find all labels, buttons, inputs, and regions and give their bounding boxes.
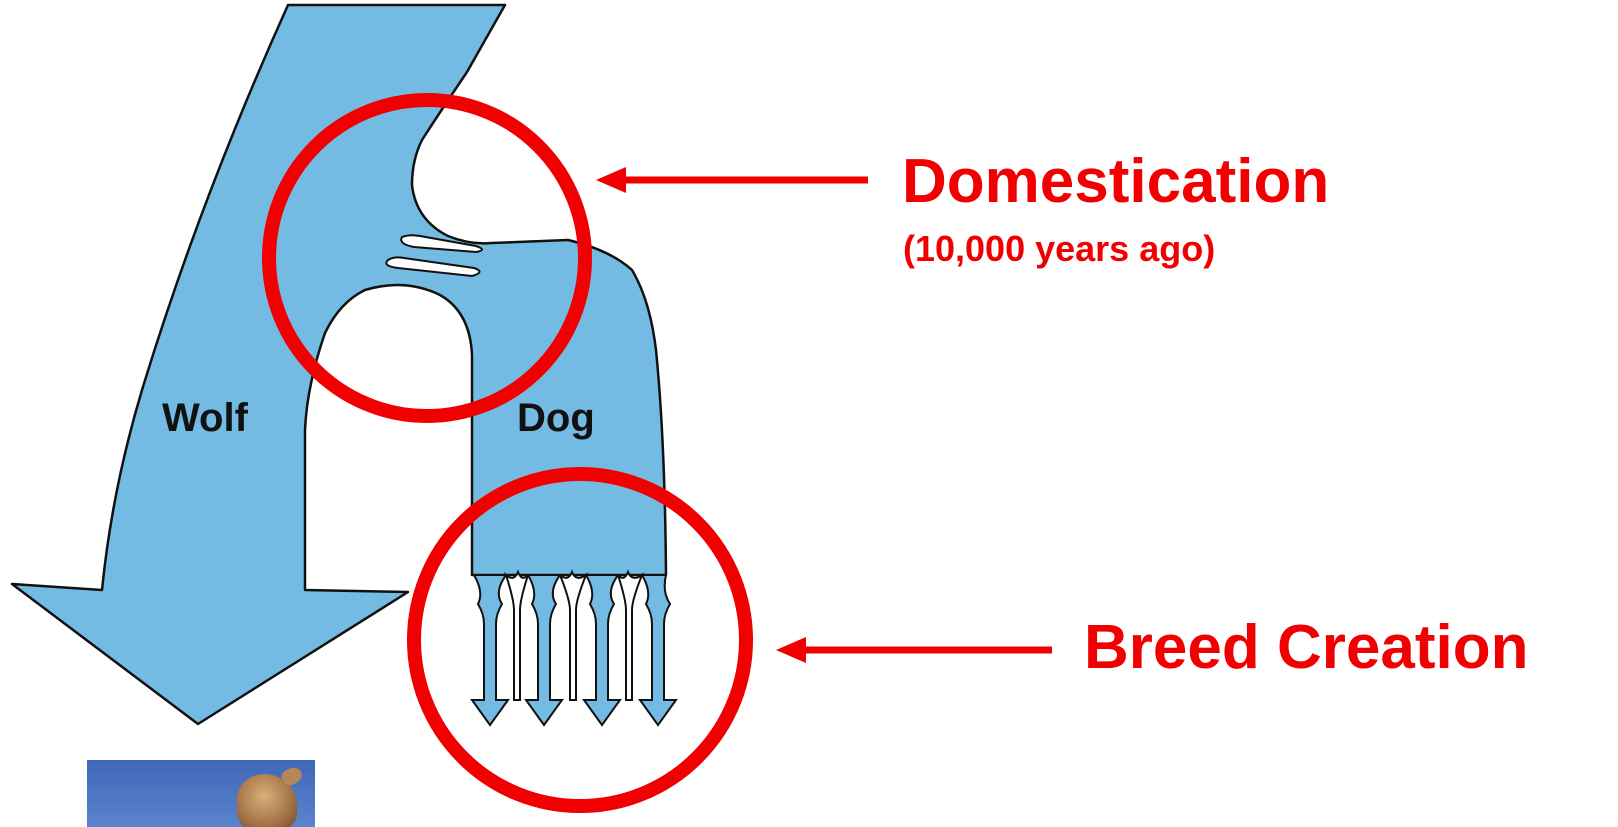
domestication-title: Domestication <box>902 146 1329 217</box>
domestication-subtitle: (10,000 years ago) <box>903 228 1215 270</box>
branch-separator <box>506 572 528 700</box>
breed-branch <box>472 575 508 725</box>
breed-creation-title: Breed Creation <box>1084 612 1528 683</box>
breed-branch <box>584 575 620 725</box>
domestication-pointer-arrow <box>596 167 868 193</box>
howling-wolf-photo <box>87 760 315 827</box>
breed-branch <box>526 575 562 725</box>
wolf-lineage-arrow <box>12 5 666 724</box>
branch-separator <box>560 572 586 700</box>
wolf-lineage-label: Wolf <box>162 396 248 441</box>
branch-separator <box>618 572 642 700</box>
breed-branch <box>640 575 676 725</box>
breed-creation-pointer-arrow <box>776 637 1052 663</box>
dog-lineage-label: Dog <box>517 396 595 441</box>
